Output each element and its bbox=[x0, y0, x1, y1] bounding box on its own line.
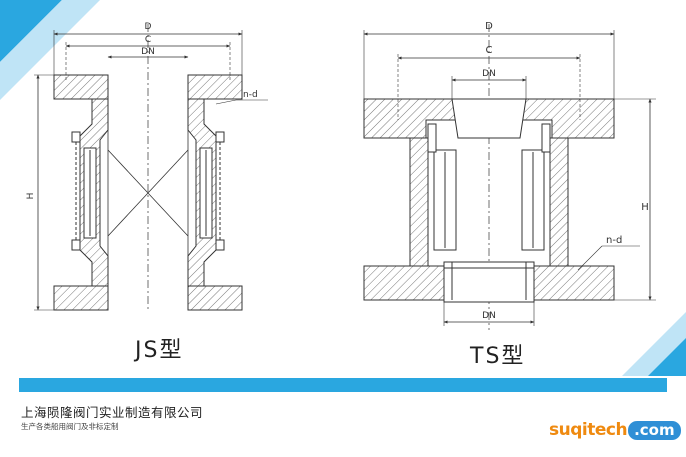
js-dim-d-label: D bbox=[145, 22, 152, 32]
js-dim-nd-label: n-d bbox=[243, 90, 258, 100]
js-valve-drawing bbox=[34, 24, 268, 312]
js-dim-h-label: H bbox=[26, 193, 36, 200]
footer-accent-bar bbox=[19, 378, 667, 392]
ts-dim-h-label: H bbox=[641, 202, 649, 213]
corner-decoration-bottom-right-dark bbox=[648, 338, 686, 376]
company-name: 上海陨隆阀门实业制造有限公司 bbox=[21, 405, 204, 420]
brand-logo-suffix: .com bbox=[628, 420, 681, 440]
ts-valve-drawing bbox=[363, 24, 656, 330]
js-dim-dn-label: DN bbox=[141, 47, 155, 57]
ts-dim-nd-label: n-d bbox=[606, 235, 622, 246]
ts-dim-dn-top-label: DN bbox=[482, 69, 496, 79]
company-tagline: 生产各类船用阀门及非标定制 bbox=[21, 422, 119, 431]
js-valve-caption: JS型 bbox=[133, 338, 183, 363]
ts-dim-d-label: D bbox=[485, 21, 493, 32]
brand-logo-main: suqitech bbox=[549, 420, 628, 440]
ts-dim-c-label: C bbox=[486, 45, 493, 56]
js-dim-c-label: C bbox=[145, 35, 151, 45]
corner-decoration-top-left-light bbox=[0, 0, 100, 100]
ts-dim-dn-bottom-label: DN bbox=[482, 311, 496, 321]
ts-valve-caption: TS型 bbox=[469, 344, 525, 369]
brand-logo: suqitech .com bbox=[549, 420, 681, 440]
